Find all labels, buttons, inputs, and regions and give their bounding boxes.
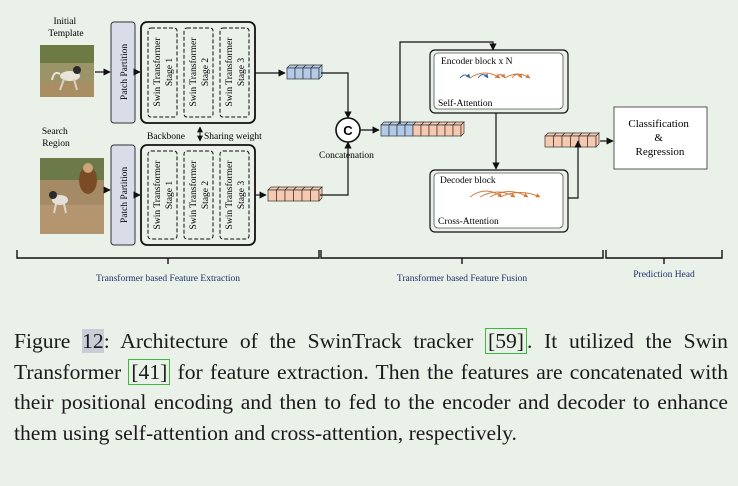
token-cell	[396, 124, 406, 137]
initial-template-label: Initial Template	[48, 17, 83, 39]
patch-partition-top-label: Patch Partition	[120, 44, 130, 100]
token-cell	[420, 124, 430, 137]
token-cell	[578, 135, 588, 148]
attention-arc	[459, 73, 471, 79]
token-cell	[553, 135, 563, 148]
section-label-extraction: Transformer based Feature Extraction	[96, 273, 240, 284]
section-braces	[16, 250, 723, 264]
token-cell	[310, 67, 320, 80]
token-cell	[436, 124, 446, 137]
token-cell	[412, 124, 422, 137]
token-cell	[544, 135, 554, 148]
concat-symbol: C	[343, 123, 353, 138]
attention-arc	[469, 72, 501, 79]
token-cell	[301, 189, 311, 202]
sharing-weight-label: Sharing weight	[204, 132, 262, 142]
figure-number[interactable]: 12	[82, 329, 104, 353]
prediction-head-box	[613, 106, 708, 170]
template-tokens	[286, 64, 323, 80]
token-cell	[587, 135, 597, 148]
token-cell	[561, 135, 571, 148]
patch-partition-bottom-label: Patch Partition	[120, 167, 130, 223]
token-cell	[310, 189, 320, 202]
stage-1-bottom	[147, 150, 178, 240]
token-cell	[452, 124, 462, 137]
stage-2-top	[183, 27, 214, 118]
stage-1-top	[147, 27, 178, 118]
figure-label: Figure	[14, 329, 71, 353]
token-cell	[318, 186, 323, 202]
decoder-block-inner	[433, 172, 564, 229]
caption-text-1: : Architecture of the SwinTrack tracker	[103, 329, 485, 353]
attention-arc	[479, 191, 516, 198]
self-attention-label: Self-Attention	[438, 98, 493, 109]
output-tokens	[544, 132, 600, 148]
section-label-fusion: Transformer based Feature Fusion	[397, 273, 528, 284]
stage-2-bottom	[183, 150, 214, 240]
citation-59-link[interactable]: [59]	[485, 328, 527, 354]
decoder-block-outer	[429, 169, 569, 233]
backbone-label: Backbone	[147, 132, 185, 142]
prediction-head-label: Classification & Regression	[628, 118, 691, 158]
token-cell	[293, 189, 303, 202]
encoder-block-label: Encoder block x N	[441, 57, 513, 67]
decoder-block-label: Decoder block	[440, 176, 496, 186]
attention-arc	[511, 73, 523, 79]
token-cell	[318, 64, 323, 80]
token-cell	[428, 124, 438, 137]
encoder-block-outer	[429, 49, 569, 114]
caption-text-3: for feature extraction. Then the feature…	[14, 359, 729, 445]
search-region-label: Search Region	[42, 127, 70, 149]
cross-attention-label: Cross-Attention	[438, 217, 499, 227]
token-cell	[286, 67, 296, 80]
token-cell	[294, 67, 304, 80]
search-image	[40, 158, 104, 234]
token-cell	[460, 121, 465, 137]
token-cell	[302, 67, 312, 80]
token-cell	[404, 124, 414, 137]
attention-arc	[489, 191, 529, 198]
token-cell	[284, 189, 294, 202]
token-cell	[276, 189, 286, 202]
architecture-diagram: Initial Template Search Region Patch Par…	[16, 17, 723, 284]
token-cell	[444, 124, 454, 137]
attention-arc	[499, 192, 541, 198]
token-cell	[388, 124, 398, 137]
template-image	[40, 45, 94, 97]
concatenation-label: Concatenation	[319, 151, 374, 161]
token-cell	[380, 124, 390, 137]
citation-41-link[interactable]: [41]	[128, 358, 171, 385]
token-cell	[595, 132, 600, 148]
encoder-block-inner	[433, 52, 564, 110]
figure-caption: Figure 12: Architecture of the SwinTrack…	[14, 326, 728, 448]
attention-arc	[477, 73, 489, 79]
concatenated-tokens	[380, 121, 465, 137]
section-label-head: Prediction Head	[633, 270, 695, 280]
attention-arc	[504, 73, 531, 79]
stage-3-bottom	[219, 150, 250, 240]
search-tokens	[267, 186, 323, 202]
caption-text-2: . It utilized the Swin Transformer	[14, 329, 728, 384]
token-cell	[267, 189, 277, 202]
stage-3-top	[219, 27, 250, 118]
attention-arc	[469, 190, 503, 198]
